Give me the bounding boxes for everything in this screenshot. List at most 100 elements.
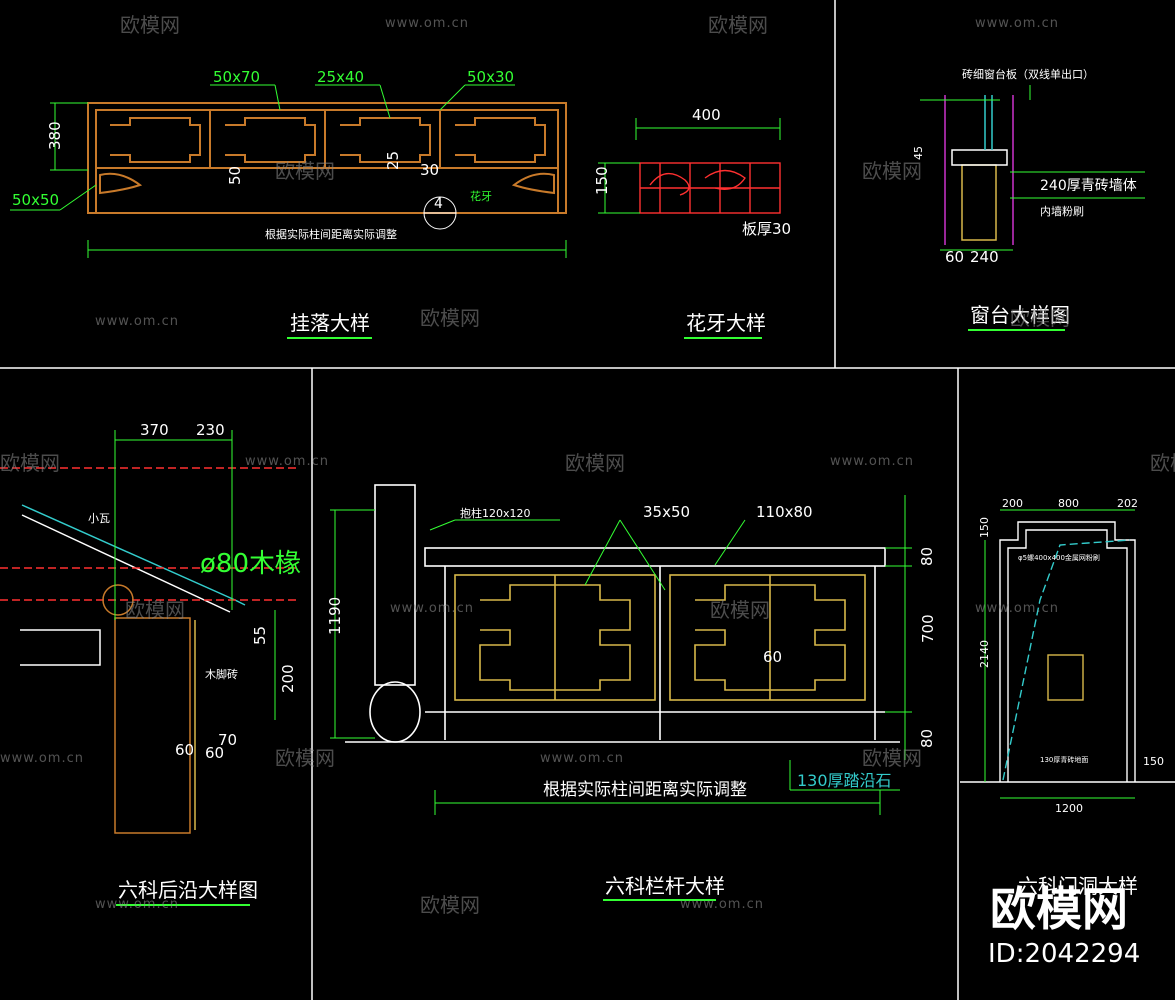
watermarks: 欧模网 www.om.cn 欧模网 www.om.cn 欧模网 欧模网 www.… (0, 13, 1175, 917)
railing-elevation (345, 484, 900, 743)
rear-eave-dimensions (114, 430, 276, 720)
title-doorway: 六科门洞大样 (1018, 874, 1138, 898)
rear-eave-note-tile: 小瓦 (88, 512, 110, 525)
rear-eave-section (0, 467, 300, 834)
dim-35: 60 (763, 648, 782, 666)
watermark-url: www.om.cn (95, 897, 179, 912)
watermark-url: www.om.cn (680, 897, 764, 912)
watermark-url: www.om.cn (830, 454, 914, 469)
model-id: ID:2042294 (988, 939, 1140, 969)
watermark-brand: 欧模网 (120, 13, 180, 37)
watermark-url: www.om.cn (390, 601, 474, 616)
watermark-brand: 欧模网 (1010, 306, 1070, 330)
watermark-url: www.om.cn (385, 16, 469, 31)
watermark-brand: 欧模网 (275, 746, 335, 770)
railing-note-step: 130厚踏沿石 (797, 771, 892, 790)
bracket-note: 板厚30 (742, 220, 791, 238)
watermark-brand: 欧模网 (862, 746, 922, 770)
rear-eave-note-brick: 木脚砖 (205, 667, 238, 681)
railing-dimensions (330, 495, 912, 815)
panel-windowsill: 砖细窗台板（双线单出口） 45 60 240 240厚青砖墙体 内墙粉刷 窗台大… (912, 67, 1145, 331)
dim-370: 370 (140, 421, 169, 439)
dim-25: 25 (384, 151, 402, 170)
watermark-brand: 欧模网 (862, 159, 922, 183)
dim-230: 230 (196, 421, 225, 439)
doorway-elevation (960, 521, 1175, 783)
title-rear-eave: 六科后沿大样图 (118, 878, 258, 902)
title-bracket-detail: 花牙大样 (686, 311, 766, 335)
windowsill-section (944, 95, 1014, 245)
dim-60: 60 (945, 248, 964, 266)
windowsill-top-note: 砖细窗台板（双线单出口） (962, 67, 1094, 81)
dim-stack: 80 (918, 729, 936, 748)
dim-1200: 1200 (1055, 802, 1083, 815)
callout-number: 4 (434, 196, 443, 212)
dim-202: 202 (1117, 497, 1138, 510)
dim-50x70: 50x70 (213, 68, 260, 86)
panel-hanging-fascia: 50x70 25x40 50x30 380 50x50 25 30 50 根据实… (10, 68, 567, 339)
watermark-brand: 欧模网 (708, 13, 768, 37)
watermark-url: www.om.cn (0, 751, 84, 766)
title-hanging-fascia: 挂落大样 (290, 311, 370, 335)
dim-200: 200 (1002, 497, 1023, 510)
dim-35x50: 35x50 (643, 503, 690, 521)
dim-150-bottom: 150 (1143, 755, 1164, 768)
dim-50: 50 (226, 166, 244, 185)
dim-25x40: 25x40 (317, 68, 364, 86)
windowsill-dimensions (920, 85, 1145, 251)
dim-50: 60 (175, 741, 194, 759)
dim-60: 60 (205, 744, 224, 762)
railing-note-adjust: 根据实际柱间距离实际调整 (543, 780, 747, 800)
watermark-url: www.om.cn (245, 454, 329, 469)
dim-55: 55 (251, 626, 269, 645)
dim-400: 400 (692, 106, 721, 124)
watermark-brand: 欧模网 (125, 598, 185, 622)
dim-240: 240 (970, 248, 999, 266)
bracket-dimensions (598, 118, 781, 214)
dim-1190: 1190 (326, 597, 344, 635)
panel-bracket-detail: 400 150 板厚30 花牙大样 (593, 106, 791, 339)
panel-railing: 1190 抱柱120x120 35x50 110x80 80 700 60 80… (326, 484, 937, 901)
dim-150: 150 (593, 166, 611, 195)
windowsill-note-plaster: 内墙粉刷 (1040, 204, 1084, 218)
watermark-brand: 欧模网 (565, 451, 625, 475)
doorway-dimensions (984, 509, 1135, 799)
bracket-pattern (639, 162, 781, 214)
fascia-note: 根据实际柱间距离实际调整 (265, 227, 397, 241)
dim-150-top: 150 (978, 517, 991, 538)
brand-logo: 欧模网 (990, 882, 1128, 936)
dim-200: 200 (279, 664, 297, 693)
dim-30: 30 (420, 161, 439, 179)
watermark-url: www.om.cn (540, 751, 624, 766)
watermark-brand: 欧模网 (0, 451, 60, 475)
watermark-url: www.om.cn (975, 601, 1059, 616)
dim-70: 70 (218, 731, 237, 749)
dim-800: 800 (1058, 497, 1079, 510)
windowsill-note-wall: 240厚青砖墙体 (1040, 178, 1137, 194)
doorway-note-floor: 130厚青砖地面 (1040, 755, 1088, 764)
dim-50x30: 50x30 (467, 68, 514, 86)
dim-2140: 2140 (978, 640, 991, 668)
title-windowsill: 窗台大样图 (970, 303, 1070, 327)
panel-doorway: 200 800 202 150 2140 1200 150 φ5螺400x400… (960, 497, 1175, 898)
dim-45: 45 (912, 146, 925, 160)
title-railing: 六科栏杆大样 (605, 874, 725, 898)
callout-tag: 花牙 (470, 190, 492, 203)
watermark-brand: 欧模网 (1150, 451, 1175, 475)
watermark-brand: 欧模网 (420, 306, 480, 330)
panel-rear-eave: 370 230 小瓦 ø80木椽 木脚砖 55 200 60 60 70 六科后… (0, 421, 301, 906)
fascia-dimensions (10, 84, 567, 258)
railing-note-post: 抱柱120x120 (460, 506, 531, 520)
dim-700: 700 (919, 614, 937, 643)
watermark-url: www.om.cn (975, 16, 1059, 31)
watermark-brand: 欧模网 (275, 159, 335, 183)
fascia-lattice (87, 102, 567, 214)
watermark-brand: 欧模网 (420, 893, 480, 917)
dim-110x80: 110x80 (756, 503, 813, 521)
doorway-note-mesh: φ5螺400x400金属网粉刷 (1018, 553, 1100, 562)
rear-eave-note-rafter: ø80木椽 (200, 549, 301, 579)
dim-380: 380 (46, 121, 64, 150)
dim-80: 80 (918, 547, 936, 566)
